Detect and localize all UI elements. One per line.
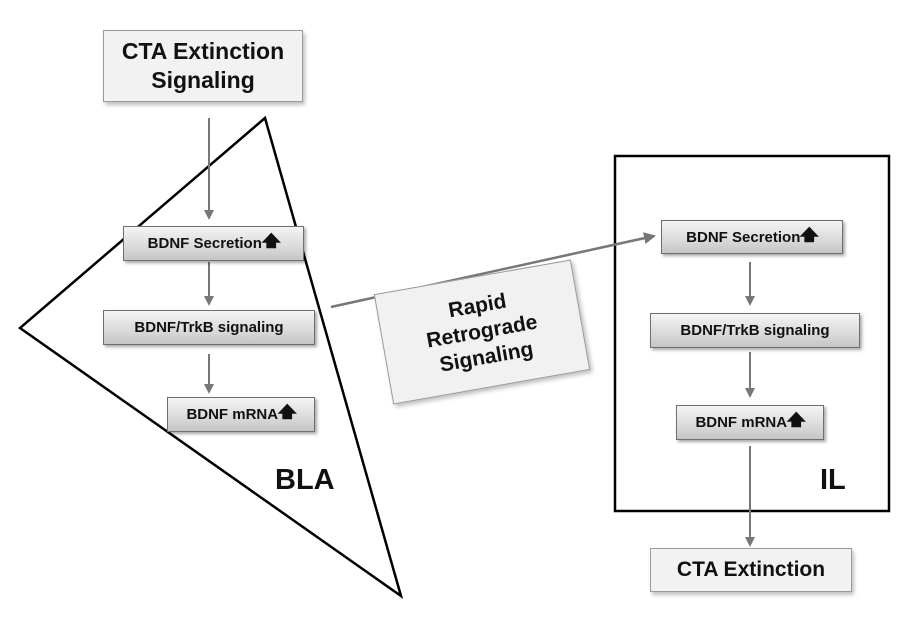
bla-mrna-label: BDNF mRNA bbox=[186, 406, 279, 423]
il-region-label: IL bbox=[820, 464, 846, 496]
up-arrow-icon: 🡅 bbox=[277, 404, 298, 421]
il-bdnf-mrna-box: BDNF mRNA 🡅 bbox=[676, 405, 824, 440]
il-signaling-label: BDNF/TrkB signaling bbox=[680, 322, 830, 339]
up-arrow-icon: 🡅 bbox=[261, 233, 281, 250]
up-arrow-icon: 🡅 bbox=[799, 226, 820, 244]
bla-region-triangle bbox=[17, 115, 404, 600]
bla-region-label: BLA bbox=[275, 464, 335, 496]
il-bdnf-trkb-signaling-box: BDNF/TrkB signaling bbox=[650, 313, 860, 348]
bottom-box-label: CTA Extinction bbox=[676, 558, 826, 581]
il-bdnf-secretion-box: BDNF Secretion 🡅 bbox=[661, 220, 843, 254]
il-secretion-label: BDNF Secretion bbox=[686, 228, 801, 246]
il-region-box bbox=[613, 154, 891, 513]
cta-extinction-box: CTA Extinction bbox=[650, 548, 852, 592]
bla-bdnf-trkb-signaling-box: BDNF/TrkB signaling bbox=[103, 310, 315, 345]
top-box-line1: CTA Extinction bbox=[121, 38, 285, 64]
up-arrow-icon: 🡅 bbox=[786, 412, 807, 429]
cta-extinction-signaling-box: CTA Extinction Signaling bbox=[103, 30, 303, 102]
bla-signaling-label: BDNF/TrkB signaling bbox=[134, 319, 284, 336]
bla-bdnf-mrna-box: BDNF mRNA 🡅 bbox=[167, 397, 315, 432]
il-mrna-label: BDNF mRNA bbox=[695, 414, 788, 431]
top-box-line2: Signaling bbox=[151, 67, 255, 93]
bla-bdnf-secretion-box: BDNF Secretion 🡅 bbox=[123, 226, 304, 261]
bla-secretion-label: BDNF Secretion bbox=[147, 235, 262, 252]
